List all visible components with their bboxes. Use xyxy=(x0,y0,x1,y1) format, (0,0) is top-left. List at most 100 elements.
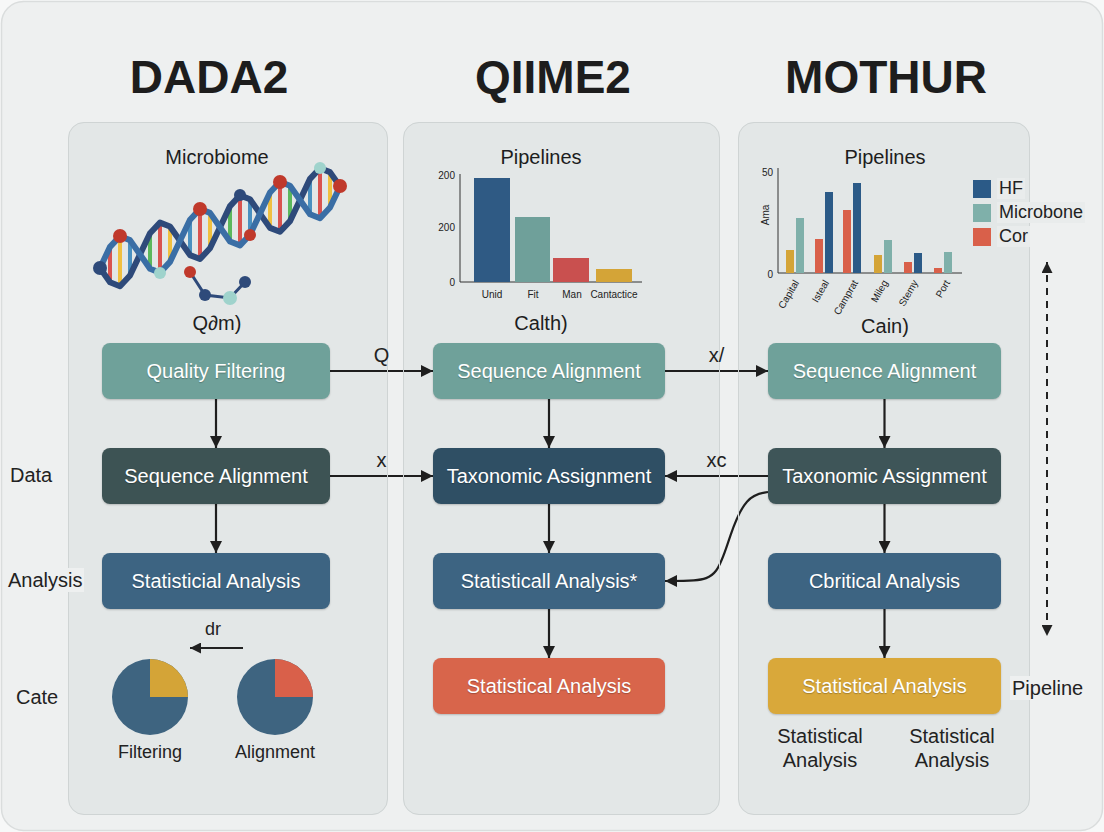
dna-helix xyxy=(278,182,282,232)
text-holder: Pipelines xyxy=(341,146,741,169)
grouped-bar-chart xyxy=(874,255,882,273)
box-label: Cbritical Analysis xyxy=(809,570,960,593)
axis-label: Unid xyxy=(482,289,503,301)
flow-arrow xyxy=(548,399,550,448)
dna-helix xyxy=(113,229,127,243)
text-holder: Ama xyxy=(755,205,773,226)
bar-chart xyxy=(460,174,461,282)
box-label: Sequence Alignment xyxy=(457,360,640,383)
flow-arrow xyxy=(215,504,217,553)
text-holder: DADA2 xyxy=(9,51,409,104)
pie-chart xyxy=(112,659,188,735)
flow-arrow xyxy=(665,475,768,477)
edge-label: xc xyxy=(707,449,727,471)
dna-helix xyxy=(100,182,340,273)
dna-helix xyxy=(244,229,256,241)
text-holder: Mileg xyxy=(864,276,892,306)
text-holder: 0 xyxy=(767,264,773,282)
panel-subtitle: Pipelines xyxy=(844,146,925,169)
edge-label: x/ xyxy=(709,344,725,366)
text-holder: Statistical Analysis xyxy=(896,724,1008,772)
text-holder: Man xyxy=(562,284,581,302)
side-label: Data xyxy=(10,463,52,487)
process-box: Sequence Alignment xyxy=(102,448,330,504)
panel-fill xyxy=(68,122,1030,815)
text-holder: Data xyxy=(10,463,52,487)
axis-label: Capital xyxy=(776,278,802,311)
pie-label: Filtering xyxy=(118,742,182,764)
dna-helix xyxy=(158,223,162,273)
text-holder: Unid xyxy=(482,284,503,302)
box-label: Taxonomic Assignment xyxy=(782,465,987,488)
text-holder: xc xyxy=(707,449,727,471)
axis-tick: 0 xyxy=(767,269,773,281)
text-holder: 50 xyxy=(762,162,773,180)
note-label: Statistical Analysis xyxy=(764,724,876,772)
bar-chart xyxy=(553,258,589,282)
legend-row: Microbone xyxy=(973,202,1085,223)
grouped-bar-chart xyxy=(778,168,962,273)
note-label: Statistical Analysis xyxy=(896,724,1008,772)
box-label: Statistical Analysis xyxy=(467,675,632,698)
bar-chart xyxy=(515,217,550,282)
text-holder: Pipelines xyxy=(685,146,1085,169)
panel-subtitle: Microbiome xyxy=(165,146,268,169)
arrow-label: dr xyxy=(205,619,221,641)
axis-label: Isteal xyxy=(810,278,832,305)
pipeline-title: MOTHUR xyxy=(785,51,987,104)
text-holder: MOTHUR xyxy=(686,51,1086,104)
axis-label: Man xyxy=(562,289,581,301)
text-holder: Statistical Analysis xyxy=(764,724,876,772)
axis-label: Mileg xyxy=(869,278,891,305)
text-holder: Microbiome xyxy=(17,146,417,169)
text-holder: Stemy xyxy=(892,276,922,310)
grouped-bar-chart xyxy=(884,240,892,273)
panel-fill xyxy=(738,122,1030,815)
axis-label: Stemy xyxy=(896,278,921,309)
dna-helix xyxy=(93,261,107,275)
grouped-bar-chart xyxy=(853,183,861,273)
leader-arrow xyxy=(190,647,243,649)
axis-label: Camprat xyxy=(831,278,861,317)
text-holder: Filtering xyxy=(118,742,182,764)
dna-helix xyxy=(193,202,207,216)
legend-swatch xyxy=(973,180,991,198)
text-holder: Q∂m) xyxy=(17,312,417,335)
dna-helix xyxy=(318,168,322,218)
grouped-bar-chart xyxy=(914,253,922,273)
text-holder: Capital xyxy=(772,276,803,312)
text-holder: 200 xyxy=(438,217,455,235)
flow-arrow xyxy=(330,475,433,477)
pie-chart xyxy=(237,659,313,735)
bar-chart xyxy=(474,178,510,282)
text-holder: Alignment xyxy=(235,742,315,764)
molecule xyxy=(184,266,251,305)
flow-arrow xyxy=(548,609,550,658)
dna-helix xyxy=(234,189,246,201)
text-holder: Calth) xyxy=(341,312,741,335)
axis-title: Ama xyxy=(760,205,772,226)
legend-label: Microbone xyxy=(997,202,1085,223)
flow-arrow xyxy=(215,399,217,448)
grouped-bar-chart xyxy=(796,218,804,273)
edge-label: x xyxy=(377,449,387,471)
text-holder: Fit xyxy=(527,284,538,302)
dna-helix xyxy=(100,168,340,286)
axis-label: Fit xyxy=(527,289,538,301)
bar-chart xyxy=(596,269,632,282)
process-box: Sequence Alignment xyxy=(433,343,665,399)
side-label: Cate xyxy=(16,685,58,709)
text-holder: Cain) xyxy=(685,315,1085,338)
process-box: Cbritical Analysis xyxy=(768,553,1001,609)
pipeline-panel: DADA2MicrobiomeQ∂m)Quality FilteringSequ… xyxy=(68,122,388,815)
axis-tick: 0 xyxy=(449,277,455,289)
box-label: Sequence Alignment xyxy=(793,360,976,383)
axis-tick: 200 xyxy=(438,170,455,182)
side-label: Analysis xyxy=(6,568,84,592)
side-label: Pipeline xyxy=(1010,676,1085,700)
pie-chart xyxy=(150,659,188,697)
flow-arrow xyxy=(330,370,433,372)
legend-label: HF xyxy=(997,178,1025,199)
process-box: Statisticall Analysis* xyxy=(433,553,665,609)
